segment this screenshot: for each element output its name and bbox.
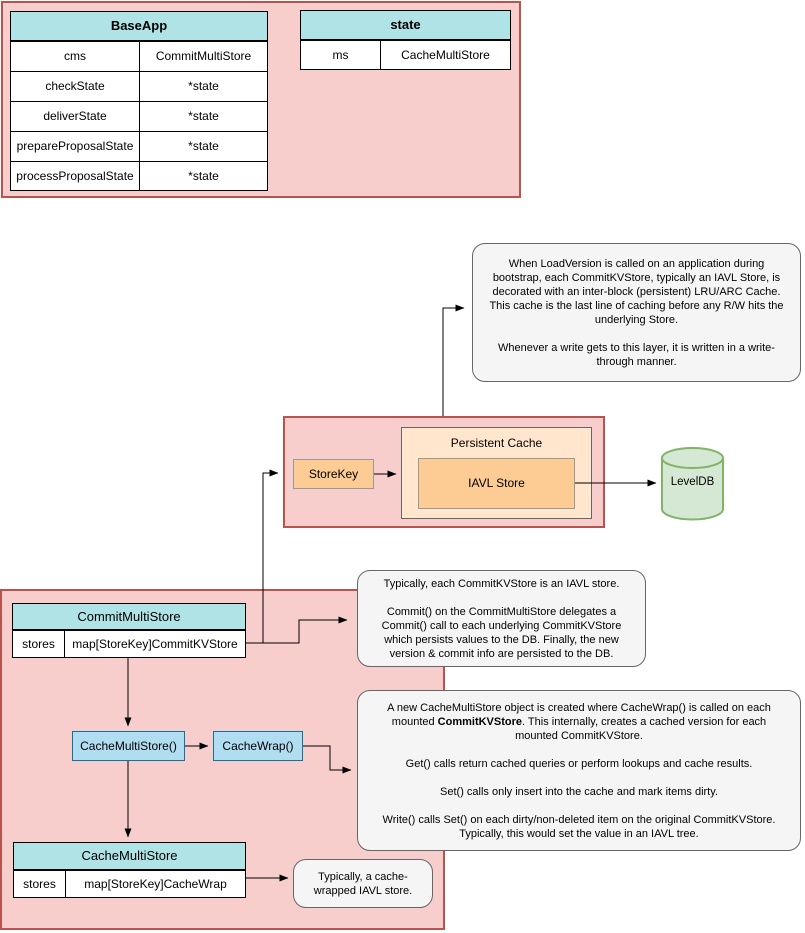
table-cell: prepareProposalState	[16, 139, 134, 153]
baseapp-table-title: BaseApp	[11, 12, 267, 41]
note-cache-wrapped: Typically, a cache-wrapped IAVL store.	[293, 859, 433, 908]
table-cell: *state	[139, 132, 267, 161]
table-cell: CacheMultiStore	[380, 41, 510, 70]
table-cell: map[StoreKey]CacheWrap	[65, 871, 245, 897]
table-cell: stores	[23, 877, 56, 891]
table-row: ms CacheMultiStore	[301, 40, 510, 70]
table-cell: CommitMultiStore	[139, 42, 267, 71]
note-paragraph: Whenever a write gets to this layer, it …	[498, 341, 775, 368]
table-cell: *state	[139, 72, 267, 101]
table-cell: *state	[139, 102, 267, 131]
table-cell: stores	[22, 637, 55, 651]
state-table: state ms CacheMultiStore	[300, 10, 511, 70]
table-cell: map[StoreKey]CommitKVStore	[64, 631, 245, 657]
baseapp-table: BaseApp cms CommitMultiStore checkState …	[10, 11, 268, 191]
note-paragraph: Typically, a cache-wrapped IAVL store.	[313, 870, 413, 897]
table-cell: processProposalState	[16, 169, 134, 183]
note-paragraph: Commit() on the CommitMultiStore delegat…	[381, 605, 622, 660]
table-row: stores map[StoreKey]CacheWrap	[14, 870, 245, 897]
table-cell: cms	[64, 49, 86, 63]
storekey-box: StoreKey	[293, 459, 374, 489]
cache-multi-store-title: CacheMultiStore	[14, 843, 245, 870]
note-text-bold: CommitKVStore	[437, 715, 523, 728]
arrow-cache-to-note	[442, 304, 465, 416]
note-load-version: When LoadVersion is called on an applica…	[472, 243, 801, 382]
note-paragraph: When LoadVersion is called on an applica…	[489, 257, 784, 326]
note-cache-wrap: A new CacheMultiStore object is created …	[357, 690, 801, 851]
note-paragraph: Set() calls only insert into the cache a…	[440, 785, 718, 798]
table-cell: *state	[139, 162, 267, 191]
commit-multi-store-title: CommitMultiStore	[13, 604, 245, 630]
table-row: processProposalState *state	[11, 161, 267, 191]
table-row: checkState *state	[11, 71, 267, 101]
cache-multi-store-fn-box: CacheMultiStore()	[72, 731, 185, 761]
commit-multi-store-table: CommitMultiStore stores map[StoreKey]Com…	[12, 603, 246, 658]
note-paragraph: Write() calls Set() on each dirty/non-de…	[382, 813, 776, 840]
table-row: prepareProposalState *state	[11, 131, 267, 161]
table-row: cms CommitMultiStore	[11, 41, 267, 71]
note-commit: Typically, each CommitKVStore is an IAVL…	[357, 570, 646, 667]
table-row: deliverState *state	[11, 101, 267, 131]
cache-multi-store-table: CacheMultiStore stores map[StoreKey]Cach…	[13, 842, 246, 898]
note-paragraph: Get() calls return cached queries or per…	[405, 757, 753, 770]
cache-wrap-fn-box: CacheWrap()	[213, 731, 303, 761]
note-text: . This internally, creates a cached vers…	[515, 715, 767, 742]
note-paragraph: Typically, each CommitKVStore is an IAVL…	[383, 577, 620, 590]
leveldb-cylinder	[661, 447, 724, 521]
note-paragraph: A new CacheMultiStore object is created …	[370, 701, 788, 743]
persistent-cache-label: Persistent Cache	[450, 436, 543, 450]
state-table-title: state	[301, 11, 510, 40]
iavl-store-box: IAVL Store	[418, 458, 575, 509]
leveldb-label: LevelDB	[670, 476, 715, 488]
note-text: A new CacheMultiStore object is created …	[387, 701, 771, 728]
table-cell: ms	[332, 48, 349, 62]
table-row: stores map[StoreKey]CommitKVStore	[13, 630, 245, 657]
table-cell: deliverState	[43, 109, 107, 123]
table-cell: checkState	[45, 79, 105, 93]
